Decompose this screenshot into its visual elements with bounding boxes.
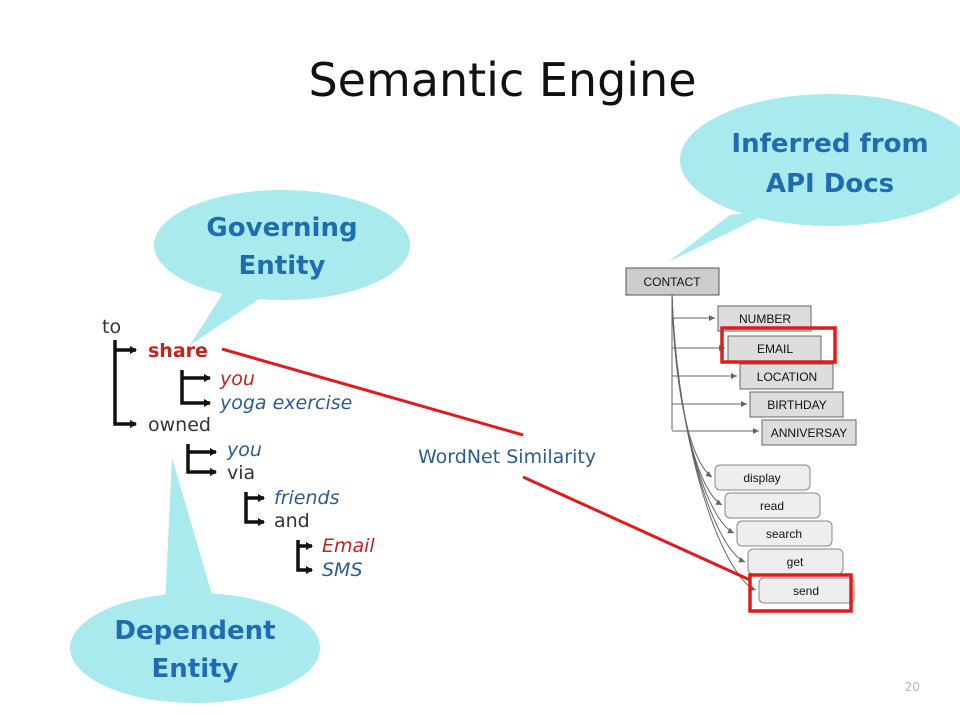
- api-node-number-label: NUMBER: [739, 312, 791, 326]
- api-node-anniversay-label: ANNIVERSAY: [771, 426, 847, 440]
- api-node-display: display: [714, 464, 811, 491]
- wordnet-similarity-label: WordNet Similarity: [418, 446, 596, 468]
- callout-inferred-api-docs: Inferred from API Docs: [668, 94, 960, 262]
- api-node-display-label: display: [743, 471, 780, 485]
- callout-governing-line1: Governing: [206, 213, 357, 243]
- parse-word-and: and: [274, 510, 310, 532]
- parse-word-yoga-exercise: yoga exercise: [219, 392, 352, 414]
- parse-tree-words: to share you yoga exercise owned you via…: [102, 316, 375, 581]
- parse-word-you: you: [219, 368, 255, 390]
- callout-governing-line2: Entity: [239, 251, 326, 281]
- api-tree-nodes: CONTACT NUMBER EMAIL LOCATION BIRTHDAY A…: [625, 267, 857, 604]
- api-node-email: EMAIL: [727, 335, 822, 362]
- api-node-get: get: [747, 548, 844, 575]
- api-node-read: read: [724, 492, 821, 519]
- parse-word-share: share: [148, 340, 208, 362]
- api-node-email-label: EMAIL: [757, 342, 793, 356]
- api-node-contact: CONTACT: [625, 267, 720, 296]
- highlight-box-send: [748, 573, 853, 613]
- slide-number: 20: [904, 680, 920, 694]
- parse-tree-arrows: [113, 340, 313, 574]
- api-node-birthday-label: BIRTHDAY: [767, 398, 827, 412]
- api-node-read-label: read: [760, 499, 784, 513]
- api-node-contact-label: CONTACT: [643, 275, 701, 289]
- callout-governing-entity: Governing Entity: [154, 190, 410, 345]
- callout-dependent-line1: Dependent: [114, 616, 275, 646]
- parse-word-sms: SMS: [322, 559, 363, 581]
- api-node-get-label: get: [787, 555, 804, 569]
- page-title: Semantic Engine: [308, 53, 697, 107]
- parse-word-to: to: [102, 316, 121, 338]
- api-node-location-label: LOCATION: [757, 370, 817, 384]
- api-tree-connectors: [671, 294, 759, 591]
- wordnet-link: [221, 347, 751, 582]
- parse-word-email: Email: [322, 535, 375, 557]
- parse-word-you-2: you: [226, 439, 262, 461]
- callout-dependent-entity: Dependent Entity: [70, 458, 320, 703]
- api-node-anniversay: ANNIVERSAY: [761, 419, 857, 446]
- parse-word-via: via: [227, 462, 255, 484]
- callout-inferred-line1: Inferred from: [731, 129, 928, 159]
- parse-word-friends: friends: [274, 487, 340, 509]
- api-node-send: send: [758, 577, 855, 604]
- api-node-search: search: [736, 520, 833, 547]
- api-node-search-label: search: [766, 527, 802, 541]
- callout-inferred-line2: API Docs: [766, 169, 894, 199]
- api-node-send-label: send: [793, 584, 819, 598]
- api-node-location: LOCATION: [739, 363, 834, 390]
- parse-word-owned: owned: [148, 414, 211, 436]
- callout-dependent-line2: Entity: [152, 654, 239, 684]
- highlight-box-email: [720, 326, 837, 364]
- api-node-birthday: BIRTHDAY: [749, 391, 844, 418]
